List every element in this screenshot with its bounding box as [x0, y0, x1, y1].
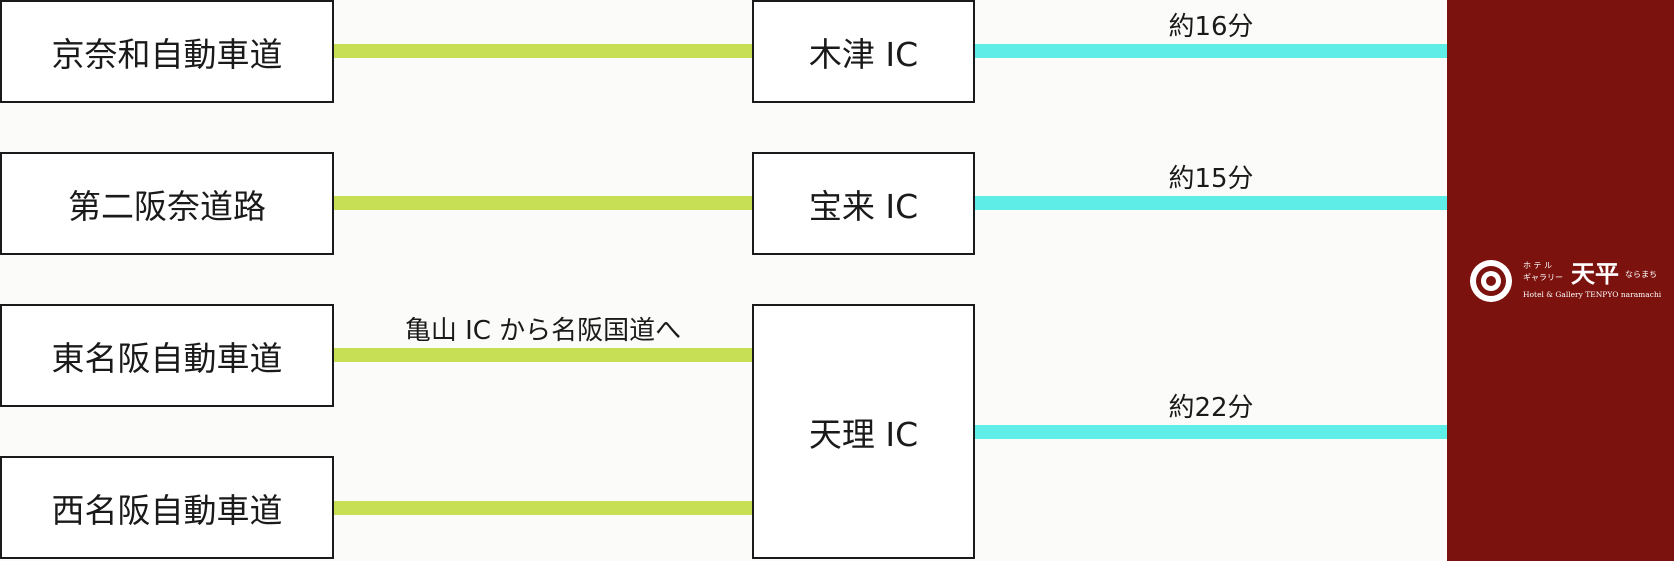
- interchange-label: 天理 IC: [808, 414, 919, 454]
- expressway-box-daini-hanna: 第二阪奈道路: [0, 152, 334, 255]
- route-note: 亀山 IC から名阪国道へ: [404, 316, 682, 346]
- hotel-logo: ホ テ ル ギャラリー 天平 ならまち Hotel & Gallery TENP…: [1467, 255, 1663, 307]
- expressway-label: 京奈和自動車道: [51, 34, 283, 74]
- hotel-logo-mark: ホ テ ル ギャラリー 天平 ならまち Hotel & Gallery TENP…: [1470, 259, 1662, 302]
- hotel-kana-top: ホ テ ル: [1523, 261, 1552, 270]
- hotel-kana-sub: ギャラリー: [1523, 273, 1563, 282]
- expressway-box-nishi-meihan: 西名阪自動車道: [0, 456, 334, 559]
- expressway-label: 第二阪奈道路: [68, 186, 266, 226]
- interchange-box-tenri: 天理 IC: [752, 304, 975, 559]
- hotel-kana-right: ならまち: [1625, 270, 1657, 279]
- connector-line-daini-hanna: [334, 196, 752, 210]
- duration-label-kizu: 約16分: [1168, 12, 1254, 42]
- hotel-kanji: 天平: [1571, 259, 1619, 288]
- duration-label-horai: 約15分: [1168, 164, 1254, 194]
- route-line-horai: [975, 196, 1447, 210]
- hotel-destination-panel: ホ テ ル ギャラリー 天平 ならまち Hotel & Gallery TENP…: [1447, 0, 1674, 561]
- expressway-box-keinawa: 京奈和自動車道: [0, 0, 334, 103]
- duration-label-tenri: 約22分: [1168, 393, 1254, 423]
- interchange-label: 宝来 IC: [808, 186, 919, 226]
- hotel-english-name: Hotel & Gallery TENPYO naramachi: [1523, 290, 1662, 299]
- crest-icon: [1470, 260, 1512, 302]
- expressway-label: 東名阪自動車道: [51, 338, 283, 378]
- route-line-kizu: [975, 44, 1447, 58]
- expressway-box-higashi-meihan: 東名阪自動車道: [0, 304, 334, 407]
- connector-line-higashi-meihan: [334, 348, 752, 362]
- interchange-label: 木津 IC: [808, 34, 919, 74]
- interchange-box-kizu: 木津 IC: [752, 0, 975, 103]
- route-line-tenri: [975, 425, 1447, 439]
- connector-line-keinawa: [334, 44, 752, 58]
- interchange-box-horai: 宝来 IC: [752, 152, 975, 255]
- connector-line-nishi-meihan: [334, 501, 752, 515]
- expressway-label: 西名阪自動車道: [51, 490, 283, 530]
